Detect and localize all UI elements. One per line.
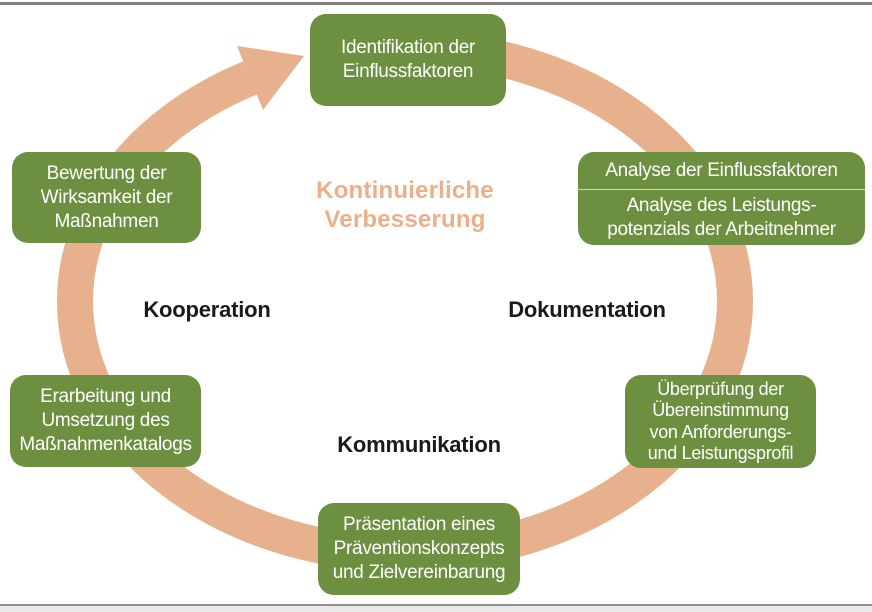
cycle-center-title: Kontinuierliche Verbesserung — [285, 176, 525, 234]
node-text-line: von Anforderungs- — [649, 421, 792, 442]
node-analyse-section-2: Analyse des Leistungs- potenzials der Ar… — [578, 190, 865, 245]
node-analyse: Analyse der Einflussfaktoren Analyse des… — [578, 152, 865, 245]
node-bewertung: Bewertung der Wirksamkeit der Maßnahmen — [12, 152, 201, 243]
node-text-line: Präsentation eines — [343, 514, 495, 535]
zone-label-dokumentation: Dokumentation — [508, 297, 666, 322]
node-text-line: Überprüfung der — [657, 378, 784, 399]
cycle-center-title-line1: Kontinuierliche — [316, 177, 494, 204]
node-text-line: potenzials der Arbeitnehmer — [607, 218, 836, 240]
top-edge-rule — [0, 2, 872, 5]
node-text-line: Einflussfaktoren — [342, 61, 474, 82]
node-text-line: Umsetzung des — [41, 410, 170, 431]
node-text-line: und Leistungsprofil — [647, 443, 794, 463]
bottom-edge-rule — [0, 604, 872, 606]
bottom-edge-strip — [0, 606, 872, 612]
zone-label-kooperation: Kooperation — [143, 297, 271, 322]
node-text-line: Identifikation der — [340, 37, 476, 58]
node-text-line: Maßnahmen — [54, 210, 159, 232]
node-text-line: und Zielvereinbarung — [332, 562, 506, 583]
node-text-line: Übereinstimmung — [652, 400, 789, 420]
node-analyse-divider — [578, 189, 865, 190]
node-identifikation: Identifikation der Einflussfaktoren — [310, 14, 506, 106]
node-text-line: Maßnahmenkatalogs — [19, 434, 192, 455]
cycle-center-title-line2: Verbesserung — [324, 206, 486, 233]
node-text-line: Bewertung der — [46, 162, 167, 184]
node-analyse-section-1: Analyse der Einflussfaktoren — [578, 152, 865, 189]
node-text-line: Wirksamkeit der — [40, 186, 173, 208]
cycle-arrow-head-icon — [237, 46, 304, 110]
node-erarbeitung: Erarbeitung und Umsetzung des Maßnahmenk… — [10, 375, 201, 467]
node-text-line: Erarbeitung und — [40, 386, 171, 407]
node-praesentation: Präsentation eines Präventionskonzepts u… — [318, 503, 520, 595]
node-ueberpruefung: Überprüfung der Übereinstimmung von Anfo… — [625, 375, 816, 468]
zone-label-kommunikation: Kommunikation — [337, 432, 501, 457]
node-text-line: Analyse des Leistungs- — [626, 194, 817, 216]
node-text-line: Analyse der Einflussfaktoren — [605, 159, 838, 181]
node-text-line: Präventionskonzepts — [333, 538, 505, 559]
